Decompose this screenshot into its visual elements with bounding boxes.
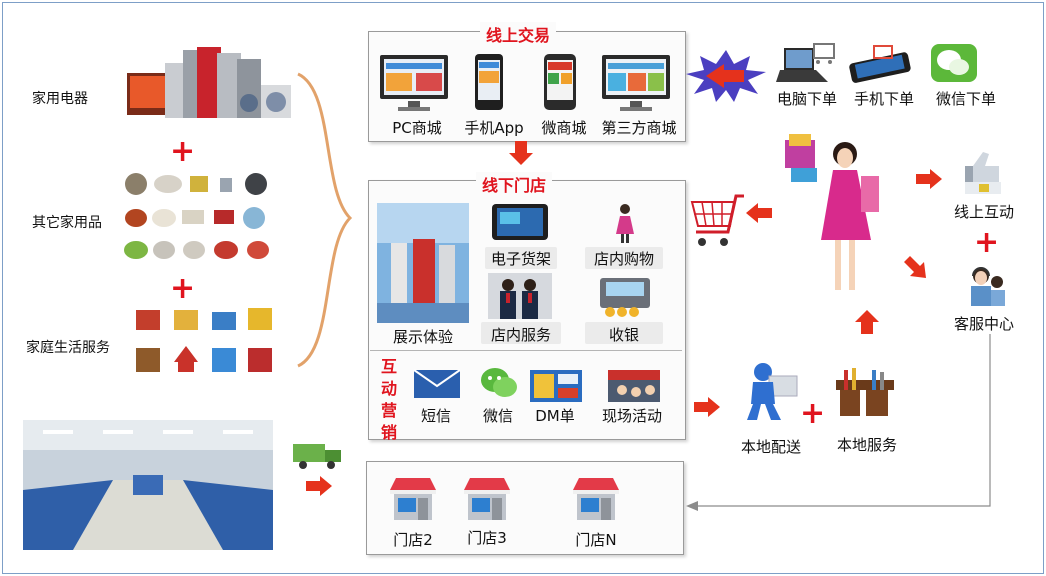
laptop-cart-icon bbox=[776, 40, 840, 86]
cashier-label: 收银 bbox=[608, 326, 639, 344]
shopping-cart-icon bbox=[688, 192, 748, 252]
store-label: 门店3 bbox=[467, 529, 507, 547]
wechat-mall-icon bbox=[542, 53, 578, 111]
arrow-right-icon bbox=[306, 476, 332, 496]
delivery-person-icon bbox=[745, 360, 801, 422]
thumbs-up-icon bbox=[961, 148, 1005, 196]
shopping-label: 店内购物 bbox=[593, 250, 654, 268]
online-item-label: PC商城 bbox=[392, 119, 442, 137]
feedback-connector bbox=[684, 330, 1004, 520]
online-trade-title: 线上交易 bbox=[480, 22, 557, 46]
event-image bbox=[608, 370, 660, 402]
services-icons bbox=[130, 300, 276, 382]
arrow-right-icon bbox=[916, 169, 942, 189]
shopper-woman-image bbox=[781, 130, 889, 298]
wechat-icon bbox=[480, 366, 518, 400]
plus-icon: + bbox=[170, 134, 196, 169]
pc-mall-icon bbox=[378, 53, 450, 113]
store-icon bbox=[571, 476, 621, 522]
marketing-item-label: 短信 bbox=[420, 407, 451, 425]
showroom-label: 展示体验 bbox=[392, 328, 453, 346]
label-appliances: 家用电器 bbox=[32, 91, 88, 107]
dm-flyer-image bbox=[530, 370, 582, 402]
marketing-item-label: 微信 bbox=[482, 407, 513, 425]
arrow-left-icon bbox=[746, 203, 772, 223]
cashier-icon bbox=[596, 272, 654, 318]
store-label: 门店2 bbox=[393, 531, 433, 549]
service-center-label: 客服中心 bbox=[953, 315, 1014, 333]
truck-icon bbox=[293, 440, 343, 470]
online-item-label: 第三方商城 bbox=[601, 119, 677, 137]
store-service-label-bg bbox=[481, 322, 561, 344]
arrow-down-icon bbox=[509, 141, 533, 165]
third-party-mall-icon bbox=[600, 53, 672, 113]
plus-icon: + bbox=[170, 271, 196, 306]
marketing-item-label: 现场活动 bbox=[601, 407, 662, 425]
showroom-image bbox=[377, 203, 469, 323]
electronic-shelf-label-bg bbox=[485, 247, 557, 269]
marketing-title-text: 互动营销 bbox=[380, 357, 397, 442]
local-delivery-label: 本地配送 bbox=[740, 438, 801, 456]
shopping-person-icon bbox=[610, 202, 640, 244]
marketing-divider bbox=[370, 350, 682, 351]
plus-icon: + bbox=[800, 396, 826, 431]
store-label: 门店N bbox=[575, 531, 617, 549]
arrow-right-icon bbox=[694, 397, 720, 417]
online-interaction-label: 线上互动 bbox=[953, 203, 1014, 221]
label-household: 其它家用品 bbox=[32, 215, 102, 231]
electronic-shelf-label: 电子货架 bbox=[490, 250, 551, 268]
shopping-label-bg bbox=[585, 247, 663, 269]
tool-belt-icon bbox=[834, 366, 896, 420]
label-services: 家庭生活服务 bbox=[26, 340, 110, 356]
marketing-title: 互动营销 bbox=[380, 356, 400, 444]
offline-store-title: 线下门店 bbox=[476, 172, 553, 196]
appliances-image bbox=[125, 45, 295, 120]
service-center-image bbox=[963, 262, 1009, 308]
starburst-arrow-icon bbox=[684, 50, 768, 102]
store-icon bbox=[462, 476, 512, 522]
mobile-app-icon bbox=[474, 53, 504, 111]
order-label: 电脑下单 bbox=[776, 90, 837, 108]
store-icon bbox=[388, 476, 438, 522]
arrow-diagonal-icon bbox=[902, 254, 928, 280]
online-item-label: 手机App bbox=[464, 119, 524, 137]
store-service-image bbox=[488, 273, 552, 319]
store-service-label: 店内服务 bbox=[490, 326, 551, 344]
plus-icon: + bbox=[974, 225, 1000, 260]
online-item-label: 微商城 bbox=[541, 119, 587, 137]
marketing-item-label: DM单 bbox=[535, 407, 575, 425]
local-service-label: 本地服务 bbox=[836, 436, 897, 454]
sms-icon bbox=[412, 368, 462, 400]
order-label: 手机下单 bbox=[853, 90, 914, 108]
household-goods-image bbox=[122, 170, 276, 266]
cashier-label-bg bbox=[585, 322, 663, 344]
brace-connector bbox=[294, 70, 354, 370]
wechat-order-icon bbox=[929, 42, 979, 84]
arrow-up-icon bbox=[855, 310, 879, 334]
electronic-shelf-image bbox=[490, 200, 550, 244]
warehouse-image bbox=[23, 420, 273, 550]
phone-cart-icon bbox=[848, 42, 918, 84]
order-label: 微信下单 bbox=[935, 90, 996, 108]
